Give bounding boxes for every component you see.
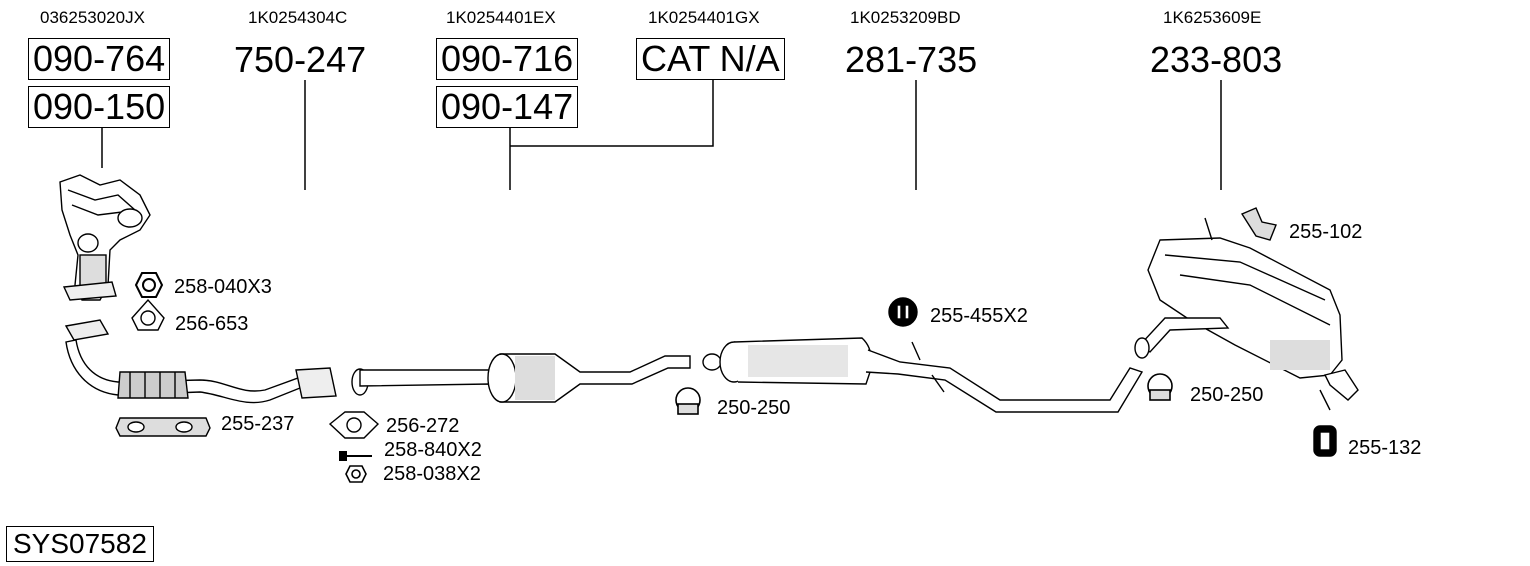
front-pipe-part [64,319,337,404]
oem-number-3: 1K0254401EX [446,8,556,27]
oem-number-5: 1K0253209BD [850,8,961,27]
part-number-090-716[interactable]: 090-716 [436,38,579,80]
nut-icon [134,272,164,298]
part-number-090-147[interactable]: 090-147 [436,86,579,128]
accessory-label-258-038x2[interactable]: 258-038X2 [383,463,481,485]
flange-gasket-icon [328,411,380,439]
accessory-label-255-132[interactable]: 255-132 [1348,437,1422,459]
gasket-icon [131,298,165,331]
manifold-catalyst-part [59,174,151,301]
flange-nut-icon [345,465,367,483]
rubber-hanger-icon [1313,425,1337,457]
catalyst-pipe-part [351,353,691,403]
part-number-750-247[interactable]: 750-247 [234,39,367,80]
accessory-label-250-250-rear[interactable]: 250-250 [1190,384,1264,406]
clamp-icon [675,387,701,415]
bolt-icon [339,451,372,461]
oem-number-6: 1K6253609E [1163,8,1262,27]
accessory-label-255-102[interactable]: 255-102 [1289,221,1363,243]
system-id-box: SYS07582 [6,526,154,562]
oem-number-2: 1K0254304C [248,8,348,27]
bracket-icon [115,417,211,437]
leader-lines [101,80,1222,190]
part-number-cat-na[interactable]: CAT N/A [636,38,785,80]
clamp-icon-rear [1147,373,1173,401]
part-number-090-764[interactable]: 090-764 [28,38,171,80]
accessory-label-250-250-front[interactable]: 250-250 [717,397,791,419]
accessory-label-256-653[interactable]: 256-653 [175,313,249,335]
middle-silencer-part [702,337,1144,413]
accessory-label-256-272[interactable]: 256-272 [386,415,460,437]
accessory-label-258-040x3[interactable]: 258-040X3 [174,276,272,298]
part-number-090-150[interactable]: 090-150 [28,86,171,128]
accessory-label-255-237[interactable]: 255-237 [221,413,295,435]
hanger-bracket-icon [1240,207,1277,241]
oem-number-1: 036253020JX [40,8,145,27]
rubber-mount-icon [888,297,918,327]
accessory-label-255-455x2[interactable]: 255-455X2 [930,305,1028,327]
part-number-233-803[interactable]: 233-803 [1150,39,1283,80]
accessory-label-258-840x2[interactable]: 258-840X2 [384,439,482,461]
oem-number-4: 1K0254401GX [648,8,760,27]
part-number-281-735[interactable]: 281-735 [845,39,978,80]
rear-silencer-part [1134,217,1359,411]
